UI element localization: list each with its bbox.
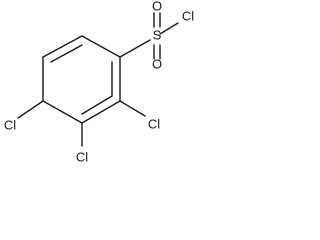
sulfonyl-chlorine-label: Cl	[182, 8, 194, 23]
ring-bond-bottom-right-inner	[81, 95, 113, 115]
bond-ring-to-chlorine-left	[17, 100, 44, 119]
oxygen-bottom-label: O	[152, 56, 162, 71]
chemical-structure-diagram: S Cl O O Cl Cl Cl	[4, 0, 194, 164]
bond-ring-to-chlorine-right	[119, 100, 146, 117]
sulfur-label: S	[153, 27, 162, 42]
benzene-ring	[42, 35, 121, 124]
atom-labels: S Cl O O Cl Cl Cl	[4, 0, 194, 164]
chlorine-right-label: Cl	[148, 116, 160, 131]
ring-bond-top	[81, 35, 121, 58]
ring-bond-top-left	[42, 35, 83, 58]
ring-bond-top-left-inner	[50, 44, 83, 63]
oxygen-top-label: O	[152, 0, 162, 13]
chlorine-left-label: Cl	[4, 117, 16, 132]
chlorine-bottom-label: Cl	[76, 149, 88, 164]
ring-bond-bottom-right	[81, 100, 121, 124]
bond-sulfur-to-chlorine	[159, 22, 179, 35]
substituent-bonds	[17, 12, 179, 147]
bond-ring-to-sulfur	[119, 39, 151, 58]
ring-bond-bottom-left	[42, 100, 83, 124]
